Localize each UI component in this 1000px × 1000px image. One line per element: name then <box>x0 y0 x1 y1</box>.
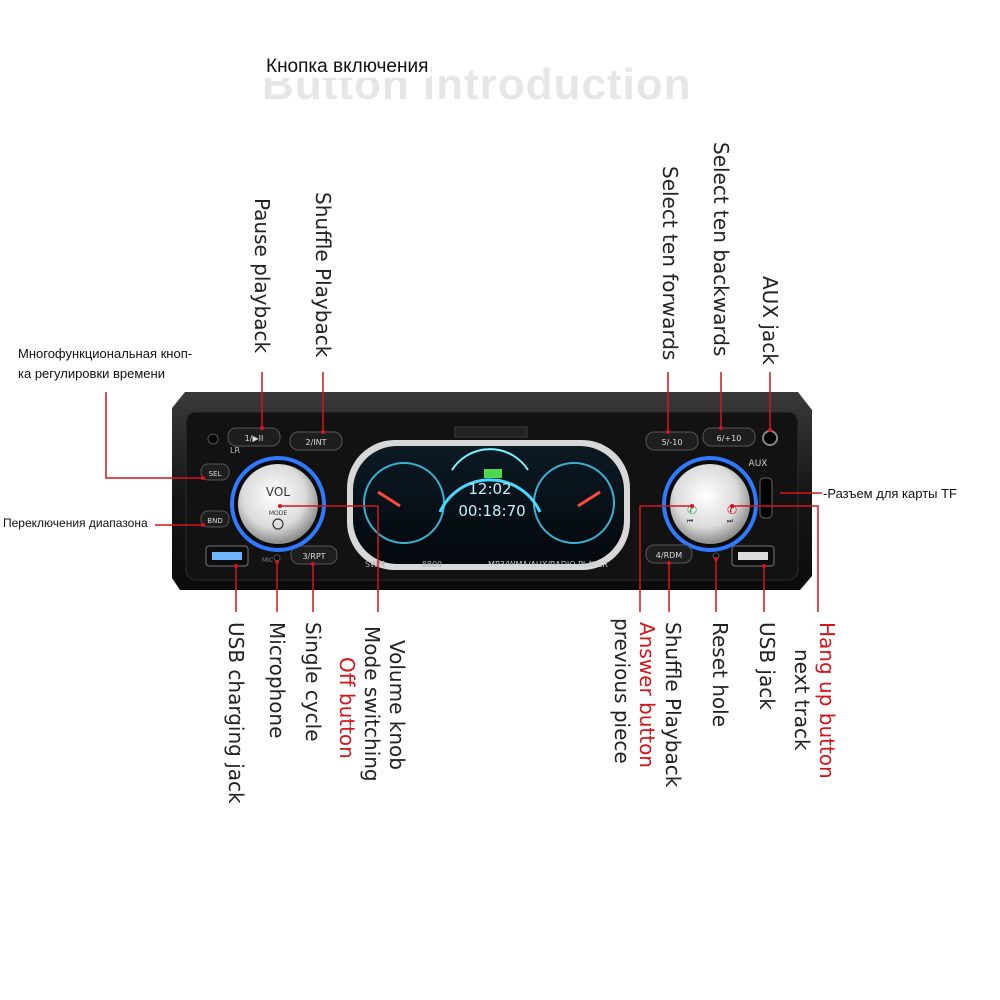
svg-text:VOL: VOL <box>266 485 290 499</box>
button-band <box>200 510 230 528</box>
power-icon <box>272 518 284 530</box>
button-5-minus10 <box>645 431 699 451</box>
display-screen <box>353 446 624 564</box>
label-usb-jack: USB jack <box>755 622 779 710</box>
label-microphone: Microphone <box>265 622 289 739</box>
hangup-call-icon: ✆ <box>727 503 737 517</box>
tf-card-slot <box>759 477 773 519</box>
svg-text:AUX: AUX <box>749 459 768 469</box>
svg-text:MODE: MODE <box>269 510 288 517</box>
mic-hole-top <box>207 433 219 445</box>
svg-text:MIC: MIC <box>262 557 273 564</box>
previous-icon: ⏮ <box>687 517 693 525</box>
leader-lines <box>105 372 822 612</box>
banner-label: MP3/WMA/AUX/RADIO PLAYER <box>488 560 608 569</box>
button-6-plus10 <box>702 427 756 447</box>
label-usb-charging: USB charging jack <box>224 622 248 804</box>
svg-text:2/INT: 2/INT <box>305 438 326 447</box>
svg-text:5/-10: 5/-10 <box>662 438 683 447</box>
note-multifunction: Многофункциональная кноп- ка регулировки… <box>18 344 193 384</box>
frequency-display: 00:18:70 <box>458 502 525 520</box>
model-label: 8809 <box>422 560 442 569</box>
note-band-switch: Переключения диапазона <box>3 513 148 533</box>
label-pause-playback: Pause playback <box>250 198 274 354</box>
label-volume-knob: Volume knob <box>385 640 409 770</box>
button-1-pause <box>227 427 281 447</box>
aux-jack <box>762 430 778 446</box>
tuning-knob <box>670 464 750 544</box>
label-aux-jack: AUX jack <box>758 276 782 365</box>
button-sel <box>200 463 230 481</box>
page-title: Кнопка включения <box>264 56 431 78</box>
label-shuffle-top: Shuffle Playback <box>311 192 335 358</box>
label-shuffle-bottom: Shuffle Playback <box>661 622 685 788</box>
svg-text:SEL: SEL <box>209 470 222 478</box>
label-previous-piece: previous piece <box>610 618 634 764</box>
label-reset-hole: Reset hole <box>708 622 732 727</box>
svg-text:LR: LR <box>230 446 240 455</box>
svg-text:6/+10: 6/+10 <box>717 434 742 443</box>
svg-text:1/▶II: 1/▶II <box>245 434 264 443</box>
label-next-track: next track <box>790 649 814 751</box>
label-ten-forwards: Select ten forwards <box>658 166 682 361</box>
brand-label: SWM <box>365 560 385 569</box>
svg-text:3/RPT: 3/RPT <box>302 552 325 561</box>
label-answer-button: Answer button <box>635 622 659 768</box>
label-hang-up-button: Hang up button <box>815 622 839 779</box>
volume-knob <box>238 464 318 544</box>
note-tf-card: -Разъем для карты TF <box>823 484 957 504</box>
label-ten-backwards: Select ten backwards <box>709 142 733 357</box>
clock-display: 12:02 <box>468 480 511 498</box>
answer-call-icon: ✆ <box>687 503 697 517</box>
label-mode-switching: Mode switching <box>360 626 384 782</box>
svg-text:4/RDM: 4/RDM <box>656 551 683 560</box>
button-2-int <box>289 431 343 451</box>
next-icon: ⏭ <box>727 517 734 525</box>
label-single-cycle: Single cycle <box>301 622 325 742</box>
svg-text:BND: BND <box>207 517 222 525</box>
label-off-button: Off button <box>335 657 359 759</box>
